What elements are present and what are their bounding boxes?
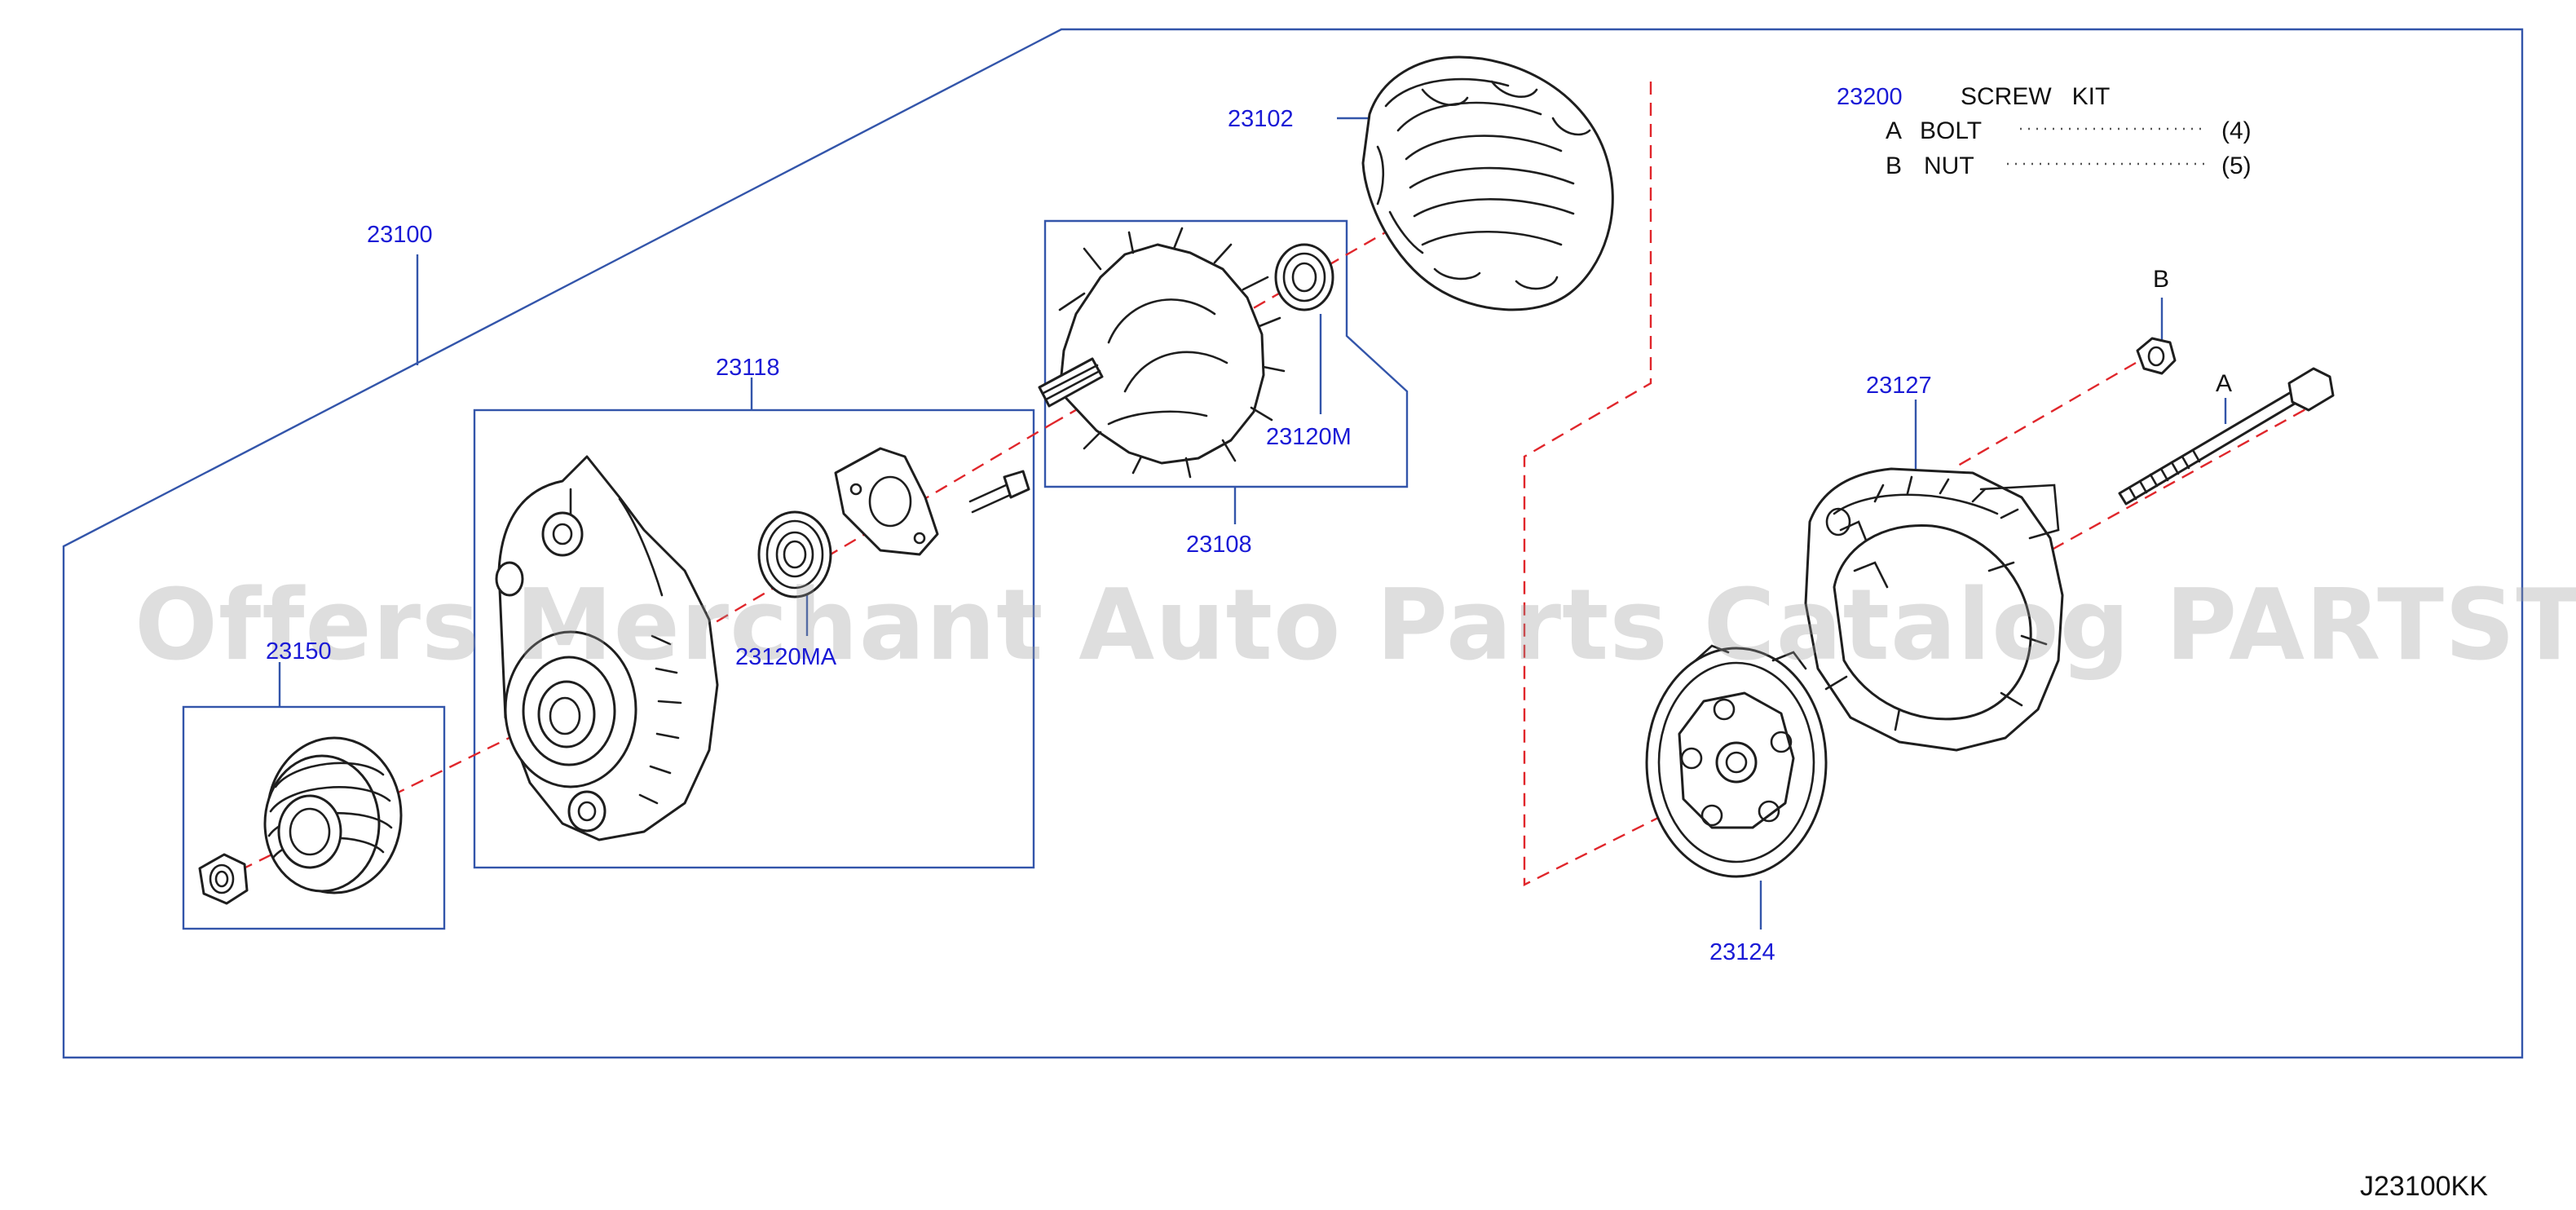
watermark-text: Offers Merchant Auto Parts Catalog PARTS… (135, 569, 2576, 682)
part-label-23100[interactable]: 23100 (367, 222, 433, 248)
rotor-23108-drawing (1038, 227, 1334, 479)
part-label-23120MA[interactable]: 23120MA (735, 644, 837, 670)
part-label-23127[interactable]: 23127 (1866, 373, 1932, 399)
part-label-23120M[interactable]: 23120M (1266, 424, 1352, 450)
frame-23150 (182, 705, 446, 930)
screw-kit-title: SCREW KIT (1961, 83, 2110, 110)
frame-23118 (473, 408, 1035, 869)
screw-kit-item-name-nut: NUT (1924, 152, 1974, 179)
screw-kit-item-name-bolt: BOLT (1920, 117, 1982, 144)
part-label-23150[interactable]: 23150 (266, 638, 332, 665)
screw-kit-item-qty-nut: (5) (2221, 152, 2252, 179)
part-label-23200[interactable]: 23200 (1837, 84, 1903, 110)
assembly-axis-rear (1523, 82, 2324, 886)
part-label-23124[interactable]: 23124 (1709, 939, 1775, 965)
part-label-23102[interactable]: 23102 (1228, 106, 1294, 132)
assembly-frame (62, 28, 2524, 1059)
nut-b-drawing (2136, 337, 2177, 375)
rear-housing-23127-drawing (1804, 467, 2064, 752)
bearing-23120MA-drawing (757, 447, 1030, 598)
rear-cover-23124-drawing (1645, 644, 1828, 878)
front-housing-23118-drawing (495, 455, 719, 841)
diagram-code: J23100KK (2360, 1171, 2488, 1202)
part-label-23118[interactable]: 23118 (716, 355, 780, 381)
screw-kit-item-letter-b: B (1886, 152, 1902, 179)
callout-b: B (2153, 266, 2169, 293)
pulley-23150-drawing (198, 736, 403, 905)
stator-23102-drawing (1361, 55, 1614, 311)
frame-23108 (1043, 219, 1409, 488)
screw-kit-item-letter-a: A (1886, 117, 1902, 144)
callout-a: A (2216, 370, 2232, 397)
part-label-23108[interactable]: 23108 (1186, 532, 1252, 558)
screw-kit-item-qty-bolt: (4) (2221, 117, 2252, 144)
bolt-a-drawing (2118, 367, 2335, 506)
